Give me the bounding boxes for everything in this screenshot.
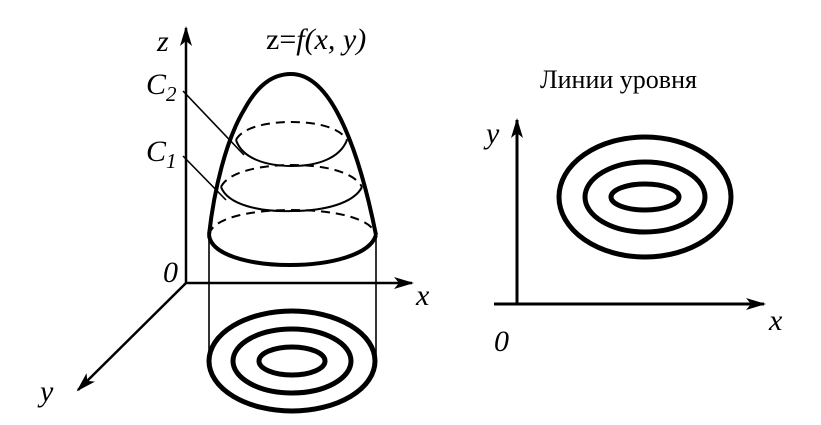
level-lines-title: Линии уровня bbox=[540, 65, 697, 94]
z-axis-label: z bbox=[156, 25, 169, 58]
function-label: z=f(x, y) bbox=[266, 23, 366, 56]
level-c1-letter: C bbox=[146, 135, 167, 168]
x-axis-label: x bbox=[415, 279, 430, 312]
y-axis-label: y bbox=[37, 375, 54, 408]
level-c1-subscript: 1 bbox=[166, 149, 177, 173]
level-c2-letter: C bbox=[146, 68, 167, 101]
level-curve-middle bbox=[582, 159, 708, 235]
plane-x-axis-label: x bbox=[768, 304, 783, 337]
level-curve-inner bbox=[608, 181, 682, 213]
plane-y-axis-label: y bbox=[483, 117, 500, 150]
surface-bottom-rim-back bbox=[208, 208, 377, 236]
surface-bottom-rim bbox=[207, 234, 378, 268]
level-c2-label: C2 bbox=[146, 68, 177, 106]
level-curve-outer bbox=[556, 134, 734, 260]
level-c2-subscript: 2 bbox=[166, 82, 177, 106]
level-c1-label: C1 bbox=[146, 135, 177, 173]
projected-level-curve-middle bbox=[230, 326, 354, 396]
origin-label: 0 bbox=[163, 256, 178, 289]
level-section-c2-back bbox=[235, 120, 348, 141]
level-section-c1-back bbox=[220, 163, 363, 188]
projected-level-curve-inner bbox=[256, 344, 328, 378]
surface-diagram: z z=f(x, y) C2 C1 0 x y bbox=[37, 23, 430, 414]
projected-level-curve-outer bbox=[206, 308, 378, 414]
leader-c2 bbox=[182, 90, 245, 156]
level-section-c2-front bbox=[235, 139, 348, 168]
surface-outline bbox=[207, 71, 378, 236]
level-section-c1-front bbox=[220, 186, 363, 213]
plane-origin-label: 0 bbox=[494, 325, 509, 358]
level-lines-plane: Линии уровня y x 0 bbox=[483, 65, 783, 358]
leader-c1 bbox=[182, 155, 227, 201]
y-axis bbox=[76, 282, 187, 392]
function-name: f(x, y) bbox=[296, 23, 366, 56]
function-prefix: z= bbox=[266, 23, 296, 56]
